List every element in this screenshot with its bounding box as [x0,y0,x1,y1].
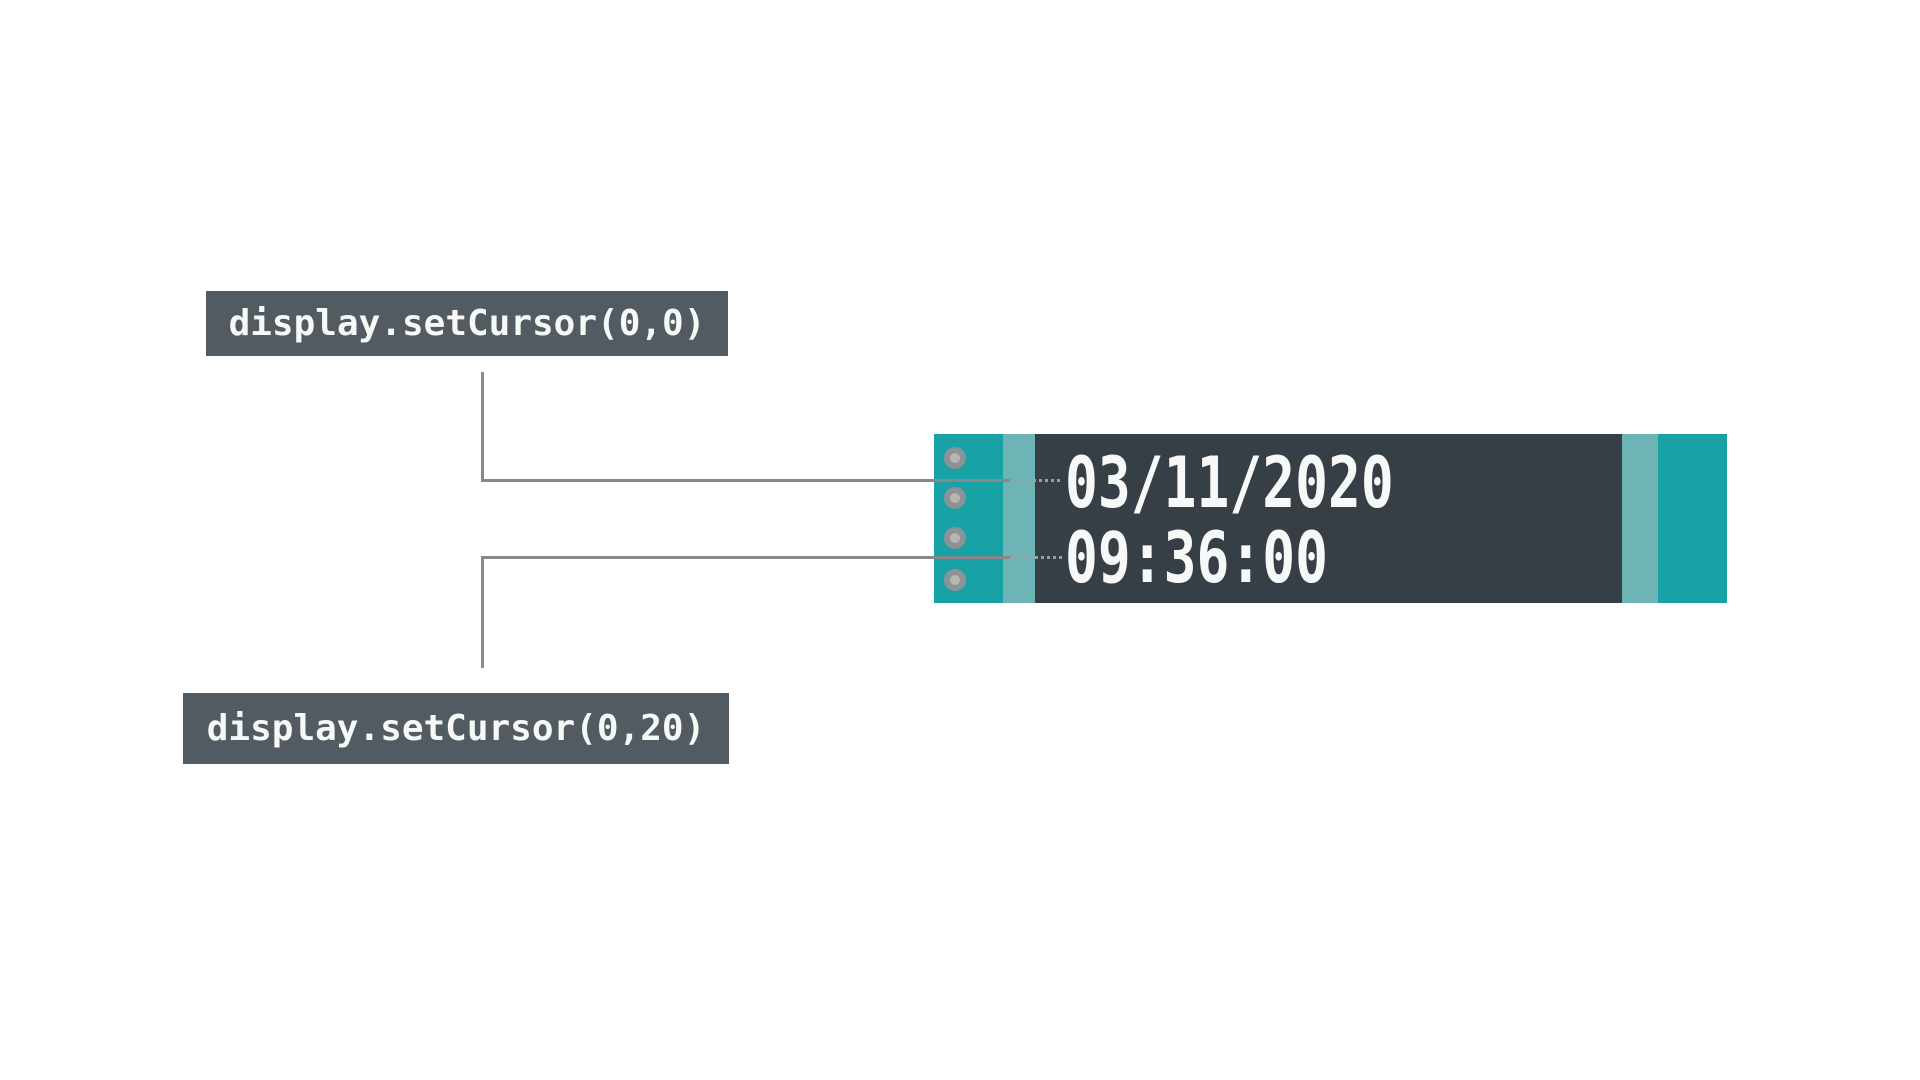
connector-line-top-horizontal [481,479,1010,482]
display-screen: 03/11/2020 09:36:00 [1035,434,1622,603]
header-pin-icon [944,527,966,549]
display-text-time: 09:36:00 [1065,517,1328,599]
code-label-setcursor-0-20: display.setCursor(0,20) [183,693,729,764]
module-right-board-edge [1658,434,1727,603]
header-pin-icon [944,447,966,469]
header-pin-icon [944,569,966,591]
connector-line-top-dotted-tail [1010,479,1060,482]
module-left-bezel [1003,434,1035,603]
code-label-setcursor-0-0: display.setCursor(0,0) [206,291,728,356]
module-left-board-edge [934,434,1003,603]
connector-line-bottom-vertical [481,556,484,668]
oled-display-module: 03/11/2020 09:36:00 [934,434,1727,603]
header-pin-icon [944,487,966,509]
module-right-bezel [1622,434,1658,603]
display-text-date: 03/11/2020 [1065,442,1394,524]
connector-line-top-vertical [481,372,484,482]
connector-line-bottom-dotted-tail [1010,556,1062,559]
connector-line-bottom-horizontal [481,556,1010,559]
